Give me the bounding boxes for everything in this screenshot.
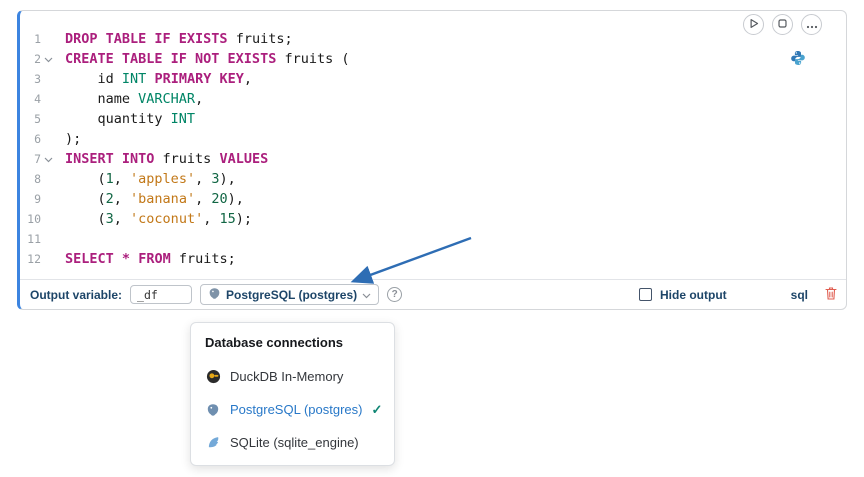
cell-action-buttons	[743, 14, 822, 35]
line-number: 6	[34, 132, 41, 146]
line-number: 2	[20, 49, 56, 69]
code-line[interactable]	[65, 229, 846, 249]
code-line[interactable]: );	[65, 131, 82, 147]
line-number: 3	[34, 72, 41, 86]
output-variable-label: Output variable:	[30, 287, 123, 302]
code-line[interactable]: CREATE TABLE IF NOT EXISTS fruits (	[65, 51, 350, 67]
trash-icon	[824, 286, 838, 304]
code-line[interactable]: quantity INT	[65, 111, 196, 127]
menu-title: Database connections	[205, 335, 343, 350]
line-number: 10	[27, 212, 41, 226]
cell-footer-toolbar: Output variable: PostgreSQL (postgres) ?…	[20, 279, 846, 309]
connection-label: PostgreSQL (postgres)	[226, 287, 358, 302]
check-icon: ✓	[371, 401, 383, 417]
line-number: 9	[34, 192, 41, 206]
code-line[interactable]: INSERT INTO fruits VALUES	[65, 151, 269, 167]
hide-output-label[interactable]: Hide output	[660, 287, 727, 302]
language-badge: sql	[790, 287, 808, 302]
code-lines: DROP TABLE IF EXISTS fruits; CREATE TABLE…	[56, 29, 846, 280]
fold-arrow-icon[interactable]	[41, 149, 55, 169]
postgresql-icon	[205, 402, 221, 418]
chevron-down-icon	[362, 287, 371, 302]
connection-dropdown-button[interactable]: PostgreSQL (postgres)	[200, 284, 380, 305]
line-number: 12	[27, 252, 41, 266]
menu-item-label: SQLite (sqlite_engine)	[230, 435, 359, 450]
hide-output-checkbox[interactable]	[639, 288, 652, 301]
line-number: 5	[34, 112, 41, 126]
menu-item-sqlite[interactable]: SQLite (sqlite_engine)	[191, 426, 394, 459]
stop-icon	[777, 17, 788, 32]
code-line[interactable]: (2, 'banana', 20),	[65, 191, 244, 207]
line-number: 8	[34, 172, 41, 186]
fold-arrow-icon[interactable]	[41, 49, 55, 69]
menu-item-label: PostgreSQL (postgres)	[230, 402, 363, 417]
stop-cell-button[interactable]	[772, 14, 793, 35]
line-number: 1	[34, 32, 41, 46]
play-icon	[748, 17, 759, 32]
duckdb-icon	[205, 369, 221, 385]
code-line[interactable]: name VARCHAR,	[65, 91, 204, 107]
code-line[interactable]: (3, 'coconut', 15);	[65, 211, 253, 227]
sqlite-icon	[205, 435, 221, 451]
code-line[interactable]: (1, 'apples', 3),	[65, 171, 236, 187]
help-button[interactable]: ?	[387, 287, 403, 302]
line-number: 7	[20, 149, 56, 169]
code-line[interactable]: SELECT * FROM fruits;	[65, 251, 236, 267]
run-cell-button[interactable]	[743, 14, 764, 35]
menu-item-duckdb[interactable]: DuckDB In-Memory	[191, 360, 394, 393]
line-number: 4	[34, 92, 41, 106]
menu-item-label: DuckDB In-Memory	[230, 369, 344, 384]
line-number: 11	[27, 232, 41, 246]
output-variable-input[interactable]	[130, 285, 193, 304]
postgresql-icon	[208, 287, 221, 303]
footer-right-group: Hide output sql	[639, 286, 838, 304]
menu-item-postgres[interactable]: PostgreSQL (postgres) ✓	[191, 393, 394, 426]
code-line[interactable]: DROP TABLE IF EXISTS fruits;	[65, 31, 293, 47]
delete-cell-button[interactable]	[824, 286, 838, 304]
ellipsis-icon	[806, 17, 818, 32]
more-options-button[interactable]	[801, 14, 822, 35]
code-line[interactable]: id INT PRIMARY KEY,	[65, 71, 252, 87]
python-icon	[790, 50, 806, 66]
